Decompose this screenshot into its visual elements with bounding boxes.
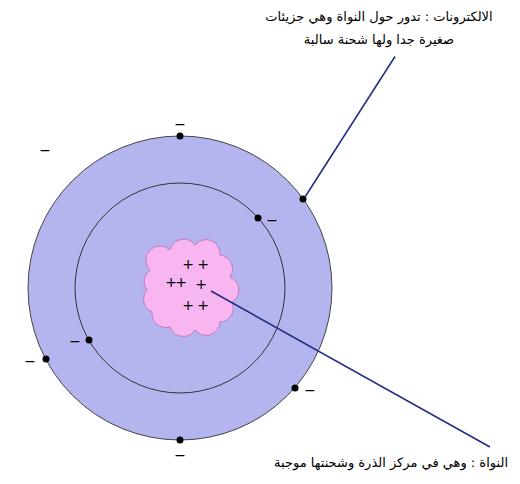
charge-sign: − <box>266 213 278 227</box>
charge-sign: + <box>175 275 187 289</box>
charge-sign: − <box>174 448 186 462</box>
electron-dot <box>292 385 299 392</box>
electron-dot <box>255 215 262 222</box>
leader-line <box>211 291 490 447</box>
charge-sign: − <box>24 354 36 368</box>
charge-sign: − <box>39 143 51 157</box>
callout-text: النواة : وهي في مركز الذرة وشحنتها موجبة <box>274 452 508 475</box>
inner-shell <box>75 183 285 393</box>
nucleus <box>144 239 239 336</box>
charge-sign: − <box>304 383 316 397</box>
charge-sign: + <box>182 298 194 312</box>
charge-sign: + <box>197 257 209 271</box>
electron-dot <box>86 337 93 344</box>
leader-line <box>305 57 395 198</box>
charge-sign: + <box>195 277 207 291</box>
electron-dot <box>177 437 184 444</box>
electron-dot <box>177 133 184 140</box>
electron-dot <box>43 356 50 363</box>
charge-sign: + <box>197 298 209 312</box>
charge-sign: + <box>182 257 194 271</box>
callout-text: الالكترونات : تدور حول النواة وهي جزيئات… <box>248 6 510 52</box>
outer-shell <box>28 136 332 440</box>
charge-sign: + <box>165 275 177 289</box>
charge-sign: − <box>174 117 186 131</box>
electrons <box>43 133 307 444</box>
charge-sign: − <box>69 334 81 348</box>
